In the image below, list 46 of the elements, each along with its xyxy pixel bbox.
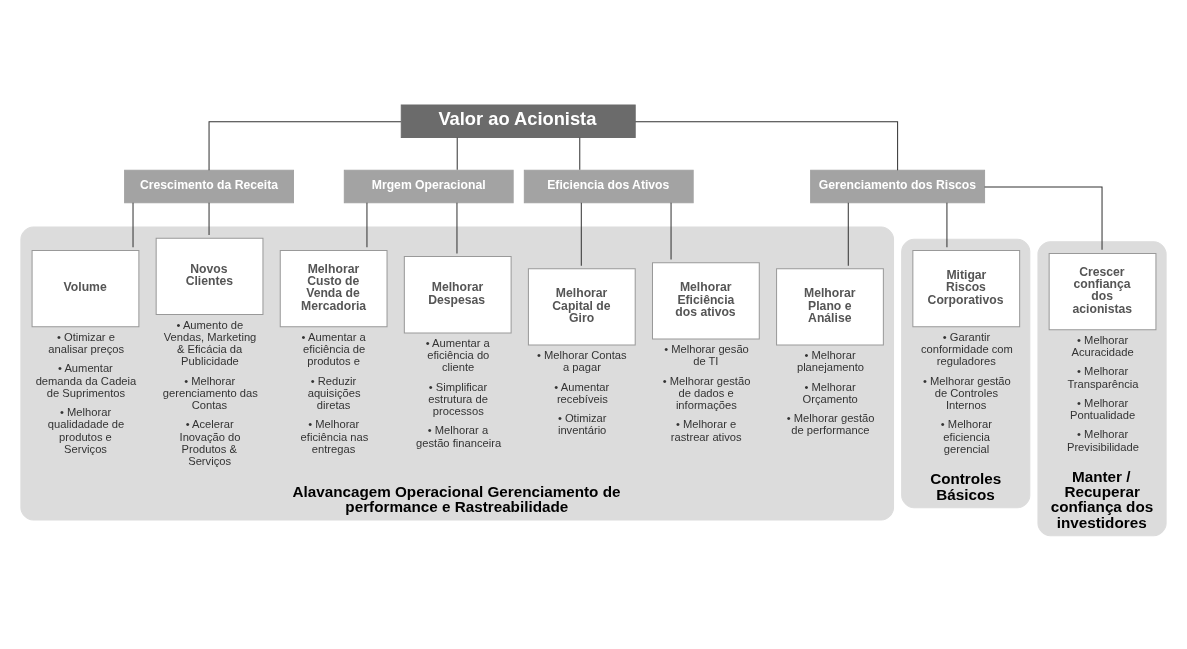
connector (208, 121, 402, 171)
node-box: Valor ao Acionista (400, 104, 636, 139)
node-label: • Melhorar Previsibilidade (1066, 428, 1139, 453)
connector (670, 202, 672, 260)
node-label: • Aumentar a eficiência do cliente (425, 336, 490, 374)
connector (946, 202, 948, 248)
connector (984, 186, 1103, 251)
node-label: • Melhorar Pontualidade (1069, 396, 1136, 422)
node-label: • Otimizar e analisar preços (48, 330, 125, 356)
node-label: • Garantir conformidade com reguladores (920, 330, 1013, 368)
node-label: • Melhorar gestão de dados e informações (662, 374, 751, 411)
node-label: • Melhorar gesão de TI (664, 343, 749, 368)
connector (579, 137, 581, 171)
node-label: • Acelerar Inovação do Produtos & Serviços (179, 418, 241, 467)
connector (366, 202, 368, 248)
node-label: • Melhorar eficiencia gerencial (940, 418, 992, 455)
connector (132, 202, 134, 248)
node-label: • Melhorar qualidadade de produtos e Serviços (47, 406, 125, 455)
node-label: • Melhorar Orçamento (802, 380, 858, 405)
node-label: • Otimizar inventário (557, 412, 607, 437)
connector (580, 202, 582, 267)
node-label: • Simplificar estrutura de processos (428, 380, 488, 418)
node-label: • Melhorar gestão de Controles Internos (923, 374, 1011, 411)
node-label: • Aumentar a eficiência de produtos e (301, 330, 366, 368)
node-label: • Aumentar demanda da Cadeia de Suprimentos (35, 362, 137, 399)
node-label: • Melhorar eficiência nas entregas (300, 418, 369, 455)
node-label: • Melhorar gestão de performance (786, 412, 875, 437)
node-box: Eficiencia dos Ativos (523, 169, 694, 204)
node-label: • Reduzir aquisições diretas (307, 374, 361, 411)
connector (847, 202, 849, 267)
node-label: • Melhorar a gestão financeira (416, 424, 502, 449)
node-box: Gerenciamento dos Riscos (810, 169, 986, 204)
node-label: • Aumentar recebíveis (554, 380, 610, 405)
node-label: • Melhorar e rastrear ativos (670, 418, 742, 443)
connector (456, 202, 458, 255)
node-label: • Melhorar Transparência (1067, 365, 1139, 390)
connector (208, 202, 210, 236)
node-box: Mrgem Operacional (343, 169, 514, 204)
node-box: Crescimento da Receita (124, 169, 294, 204)
connector (456, 137, 458, 171)
node-label: • Melhorar Acuracidade (1071, 333, 1134, 359)
connector (634, 121, 899, 171)
node-label: • Melhorar planejamento (796, 349, 865, 374)
node-label: • Melhorar gerenciamento das Contas (162, 374, 258, 411)
node-label: • Melhorar Contas a pagar (537, 349, 627, 374)
node-label: • Aumento de Vendas, Marketing & Eficácia da Publicidade (163, 318, 257, 368)
